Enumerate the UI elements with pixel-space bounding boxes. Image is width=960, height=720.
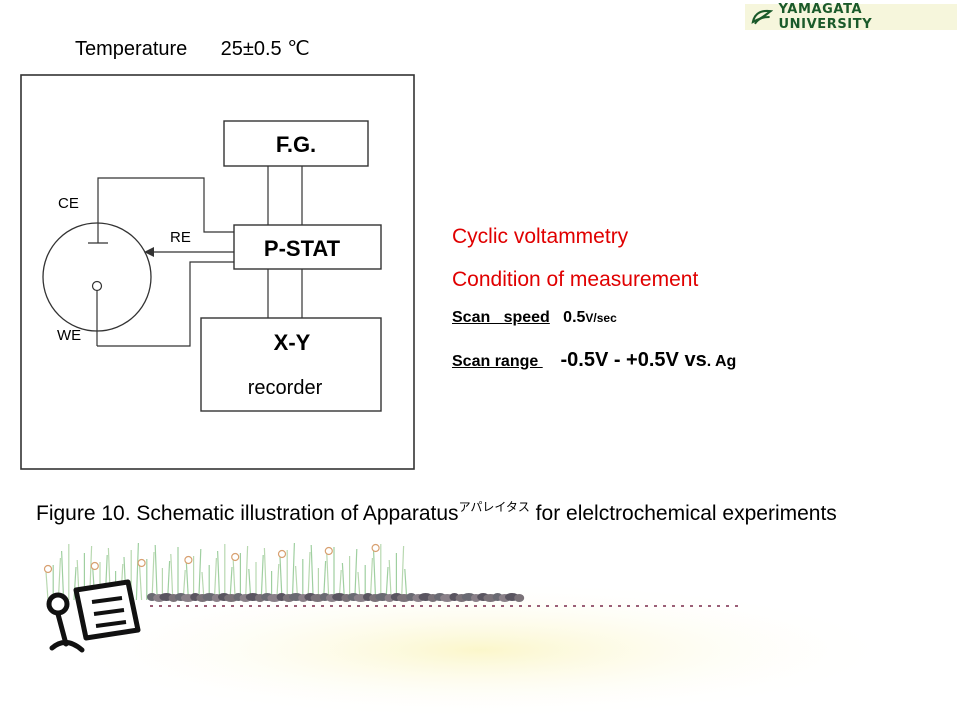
- temperature-label: Temperature: [75, 38, 188, 60]
- figure-caption: Figure 10. Schematic illustration of App…: [36, 494, 896, 527]
- function-generator-block: [223, 120, 369, 167]
- scan-range-value: -0.5V - +0.5V vs: [560, 349, 707, 371]
- grass-decoration: [43, 542, 408, 601]
- condition-title: Condition of measurement: [452, 268, 699, 291]
- bottom-decoration: [43, 542, 900, 720]
- pebble-row: [147, 593, 525, 602]
- ce-wire: [97, 177, 234, 233]
- scan-speed-unit: V/sec: [585, 311, 617, 325]
- logo-text: YAMAGATA UNIVERSITY: [778, 2, 873, 32]
- xy-recorder-label: X-Y: [274, 330, 311, 355]
- caption-ruby: アパレイタス: [458, 500, 530, 514]
- caption-text-after: for elelctrochemical experiments: [529, 502, 837, 525]
- university-logo: YAMAGATA UNIVERSITY: [745, 2, 957, 32]
- reader-icon: [46, 579, 141, 653]
- cyclic-voltammetry-title: Cyclic voltammetry: [452, 225, 629, 248]
- we-label: WE: [57, 327, 81, 344]
- thermostat-enclosure: [20, 74, 415, 470]
- function-generator-label: F.G.: [276, 132, 316, 157]
- potentiostat-label: P-STAT: [264, 236, 341, 261]
- re-arrow-head: [144, 247, 154, 257]
- scan-speed-value: 0.5: [563, 309, 586, 326]
- re-label: RE: [170, 229, 191, 246]
- scan-range-label: Scan range: [452, 353, 543, 370]
- temperature-value: 25±0.5 ℃: [220, 38, 310, 60]
- scan-range-line: Scan range -0.5V - +0.5V vs. Ag: [452, 349, 736, 372]
- scan-speed-label: Scan speed: [452, 309, 550, 326]
- caption-text-before: Figure 10. Schematic illustration of App…: [36, 502, 459, 525]
- we-wire: [97, 261, 234, 347]
- ce-label: CE: [58, 195, 79, 212]
- temperature-line: Temperature 25±0.5 ℃: [75, 36, 310, 61]
- xy-recorder-block: [200, 317, 382, 412]
- potentiostat-block: [233, 224, 382, 270]
- recorder-label: recorder: [248, 377, 323, 399]
- yellow-glow: [60, 580, 900, 720]
- scan-range-reference: . Ag: [706, 353, 737, 370]
- leaf-logo-icon: [751, 9, 773, 25]
- working-electrode: [91, 280, 103, 292]
- scan-speed-line: Scan speed 0.5V/sec: [452, 309, 617, 327]
